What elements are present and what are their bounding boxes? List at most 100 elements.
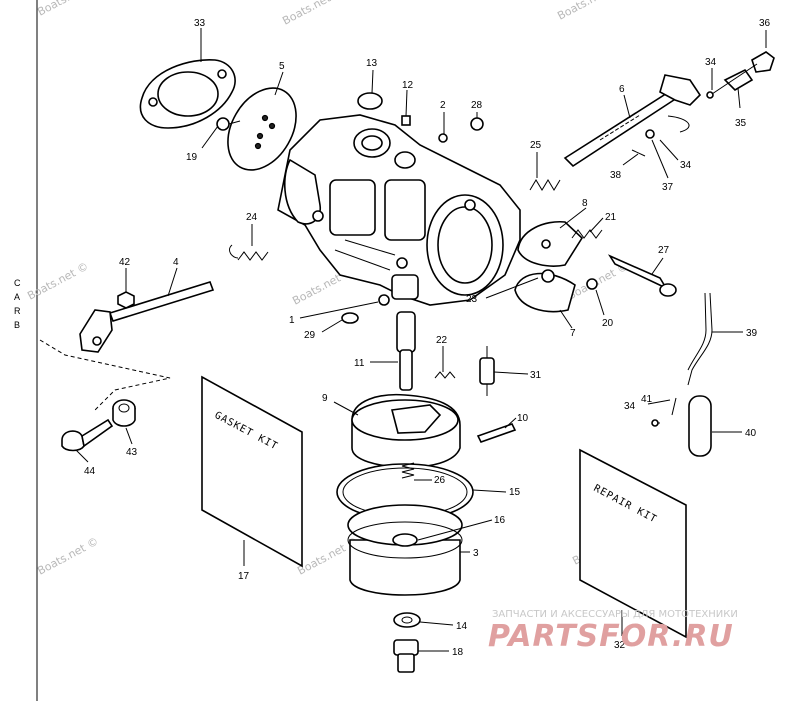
callout-label: 34	[680, 160, 692, 171]
callout-label: 33	[194, 18, 206, 29]
callout-label: 43	[126, 447, 138, 458]
throttle-plate-part	[227, 87, 297, 171]
callout-label: 20	[602, 318, 614, 329]
svg-text:A: A	[14, 292, 20, 302]
callout-label: 5	[279, 61, 285, 72]
callout-label: 27	[658, 245, 670, 256]
callout-label: 21	[605, 212, 617, 223]
callout-label: 8	[582, 198, 588, 209]
callout-label: 22	[436, 335, 448, 346]
callout-label: 2	[440, 100, 446, 111]
repair-kit-card: REPAIR KIT	[579, 448, 687, 639]
float-pin-part	[476, 423, 517, 443]
spring-part	[571, 229, 603, 239]
flange-gasket-part	[139, 59, 236, 129]
pin-part	[631, 149, 646, 157]
main-nozzle-part	[396, 311, 416, 391]
callout-label: 1	[289, 315, 295, 326]
callout-label: 39	[746, 328, 758, 339]
throttle-shaft-part	[563, 74, 702, 168]
callout-label: 37	[662, 182, 674, 193]
callout-label: 12	[402, 80, 414, 91]
callout-label: 18	[452, 647, 464, 658]
float-cylinder-part	[688, 395, 712, 457]
brand-watermark: ЗАПЧАСТИ И АКСЕССУАРЫ ДЛЯ МОТОТЕХНИКИ PA…	[488, 609, 738, 654]
washer-part	[438, 133, 448, 143]
callout-label: 42	[119, 257, 131, 268]
float-bowl-part	[347, 504, 463, 596]
welch-plug-part	[357, 92, 383, 110]
inlet-needle-part	[479, 346, 495, 396]
callout-label: 31	[530, 370, 542, 381]
callout-label: 9	[322, 393, 328, 404]
callout-label: 36	[759, 18, 771, 29]
float-part	[351, 393, 461, 468]
side-label-carb: C A R B	[14, 278, 21, 330]
stop-screw-assembly-part	[706, 51, 775, 99]
screw-part	[470, 117, 484, 131]
callout-label: 23	[466, 294, 478, 305]
bowl-bolt-part	[393, 639, 419, 673]
spacer-part	[112, 399, 136, 427]
callout-label: 17	[238, 571, 250, 582]
spring-part	[541, 269, 555, 283]
lever-part	[514, 272, 576, 313]
svg-text:R: R	[14, 306, 21, 316]
callout-label: 26	[434, 475, 446, 486]
screw-part	[341, 312, 359, 324]
pin-part	[671, 397, 677, 416]
svg-text:C: C	[14, 278, 21, 288]
spring-part	[529, 179, 561, 191]
watermark: Boats.net ©	[35, 535, 100, 578]
choke-shaft-part	[39, 281, 215, 411]
callout-label: 29	[304, 330, 316, 341]
callout-label: 19	[186, 152, 198, 163]
choke-lever-part	[517, 220, 584, 267]
carburetor-body-part	[277, 114, 521, 306]
float-arm-part	[687, 292, 713, 386]
callout-label: 6	[619, 84, 625, 95]
callout-label: 15	[509, 487, 521, 498]
idle-needle-part	[607, 254, 677, 297]
jet-part	[401, 115, 411, 126]
spring-part	[237, 251, 269, 261]
callout-label: 41	[641, 394, 653, 405]
callout-label: 32	[614, 640, 626, 651]
callout-label: 28	[471, 100, 483, 111]
callout-label: 4	[173, 257, 179, 268]
callout-labels: 33 5 13 12 2 28 36 34 6 35 19 25 34 38 3…	[84, 18, 771, 658]
callout-label: 25	[530, 140, 542, 151]
callout-label: 44	[84, 466, 96, 477]
washer-part	[651, 419, 659, 427]
callout-label: 10	[517, 413, 529, 424]
watermark: Boats.net ©	[280, 0, 345, 28]
spring-part	[401, 462, 415, 479]
watermark: Boats.net ©	[35, 0, 100, 19]
callout-label: 11	[354, 358, 365, 369]
screw-part	[378, 294, 390, 306]
callout-label: 13	[366, 58, 378, 69]
leader-lines	[75, 28, 767, 652]
callout-label: 35	[735, 118, 747, 129]
callout-label: 38	[610, 170, 622, 181]
callout-label: 40	[745, 428, 757, 439]
washer-part	[645, 129, 655, 139]
callout-label: 34	[705, 57, 717, 68]
brand-subtitle: ЗАПЧАСТИ И АКСЕССУАРЫ ДЛЯ МОТОТЕХНИКИ	[492, 609, 738, 620]
watermark: Boats.net ©	[25, 260, 90, 303]
watermark: Boats.net ©	[555, 0, 620, 23]
choke-screw-part	[61, 418, 114, 452]
nut-part	[117, 291, 135, 309]
svg-text:B: B	[14, 320, 20, 330]
washer-part	[393, 612, 421, 628]
brand-logo: PARTSFOR.RU	[488, 619, 734, 654]
callout-label: 16	[494, 515, 506, 526]
callout-label: 3	[473, 548, 479, 559]
callout-label: 34	[624, 401, 636, 412]
callout-label: 7	[570, 328, 576, 339]
gasket-kit-card: GASKET KIT	[201, 375, 303, 568]
screw-part	[216, 117, 241, 131]
callout-label: 14	[456, 621, 468, 632]
spring-part	[434, 371, 456, 379]
